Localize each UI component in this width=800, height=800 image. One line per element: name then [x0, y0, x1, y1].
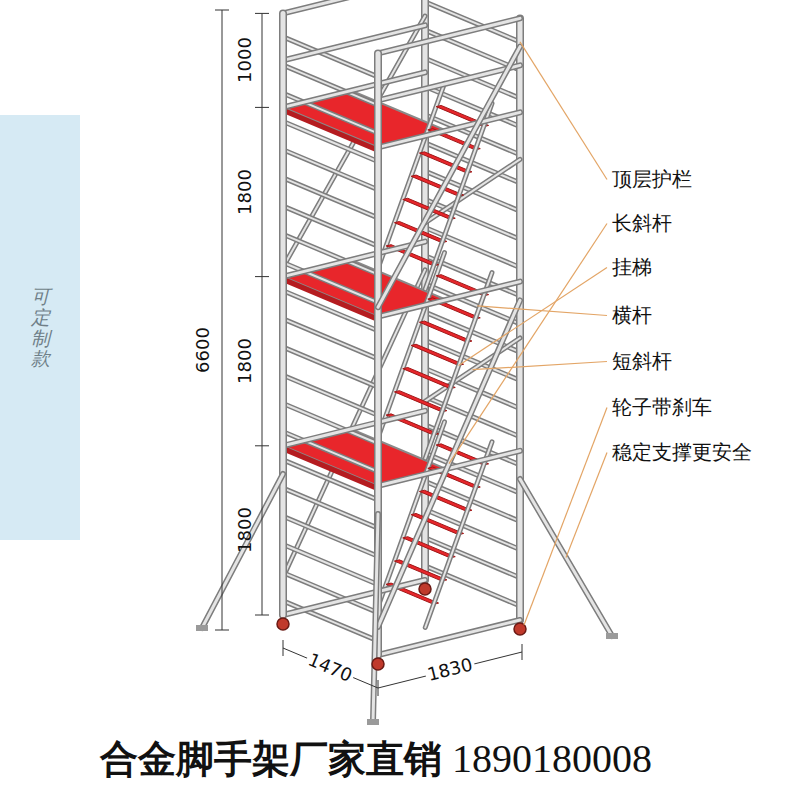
leader-group [449, 42, 607, 625]
outrigger [373, 514, 378, 722]
braked-wheel [372, 658, 384, 670]
post-edge [516, 18, 524, 620]
front-frame-group [196, 0, 618, 725]
long-diagonal-edge [378, 47, 520, 308]
dimension: 1800 [235, 507, 256, 553]
dimension-line [255, 276, 269, 277]
outrigger-foot [196, 625, 208, 631]
dimension-line [262, 13, 263, 615]
rail [283, 0, 425, 13]
callout-label: 挂梯 [612, 256, 652, 279]
stair-step [419, 321, 471, 342]
dimension-line [283, 640, 284, 656]
rail-edge [378, 282, 520, 317]
rail [283, 72, 425, 107]
rail-edge [283, 25, 425, 60]
rail [283, 411, 425, 446]
rail [378, 18, 520, 53]
leader-line [520, 42, 607, 180]
phone-number: 1890180008 [452, 736, 652, 782]
dimension: 1470 [303, 649, 357, 688]
post-edge [279, 13, 287, 615]
callout-label: 长斜杆 [612, 212, 672, 235]
dimension-line [378, 680, 379, 696]
dimension-line [255, 615, 269, 616]
braked-wheel [277, 618, 289, 630]
rail-edge [378, 112, 520, 147]
dimension: 1000 [235, 37, 256, 83]
dimension: 6600 [193, 327, 214, 373]
stair-step [403, 367, 455, 388]
callout-label: 稳定支撑更安全 [612, 441, 752, 464]
dimension-line [522, 644, 523, 660]
dimension-line [255, 445, 269, 446]
rail [378, 112, 520, 147]
leader-line [477, 306, 607, 316]
dimension-line [255, 107, 269, 108]
rail [283, 580, 425, 615]
dimension-line [378, 652, 522, 688]
stair-step [394, 391, 446, 412]
leader-line [473, 362, 608, 370]
outrigger-edge [373, 514, 378, 722]
callout-label: 短斜杆 [612, 350, 672, 373]
rail-edge [283, 0, 425, 13]
callout-label: 顶层护栏 [612, 168, 692, 191]
dimension-group [215, 10, 522, 696]
braked-wheel [419, 583, 431, 595]
rail-edge [378, 18, 520, 53]
rail [378, 620, 520, 655]
rail-edge [283, 72, 425, 107]
rail [283, 25, 425, 60]
dimension-line [215, 10, 229, 11]
dimension-line [222, 10, 223, 630]
outrigger-foot [367, 719, 379, 725]
dimension-line [283, 648, 378, 688]
post [281, 13, 286, 615]
rail [378, 282, 520, 317]
outrigger [202, 474, 283, 628]
outrigger-foot [606, 633, 618, 639]
vertical-note: 可定制款 [31, 286, 50, 370]
leader-line [524, 408, 607, 626]
dimension: 1800 [235, 169, 256, 215]
leader-line [566, 453, 607, 558]
long-diagonal [378, 47, 520, 308]
rail-edge [283, 411, 425, 446]
outrigger-edge [202, 474, 283, 628]
leader-line [459, 268, 607, 366]
frame-group [283, 0, 520, 627]
leader-line [449, 224, 607, 464]
dimension-line [215, 630, 229, 631]
callout-label: 横杆 [612, 304, 652, 327]
banner-text: 合金脚手架厂家直销 [100, 738, 442, 782]
rail-edge [378, 620, 520, 655]
side-band: 可定制款 [0, 115, 80, 540]
dimension: 1830 [423, 654, 476, 686]
stair-step [411, 344, 463, 365]
rail-edge [283, 580, 425, 615]
dimension: 1800 [235, 338, 256, 384]
callout-label: 轮子带刹车 [612, 396, 712, 419]
dimension-line [255, 13, 269, 14]
post [518, 18, 523, 620]
